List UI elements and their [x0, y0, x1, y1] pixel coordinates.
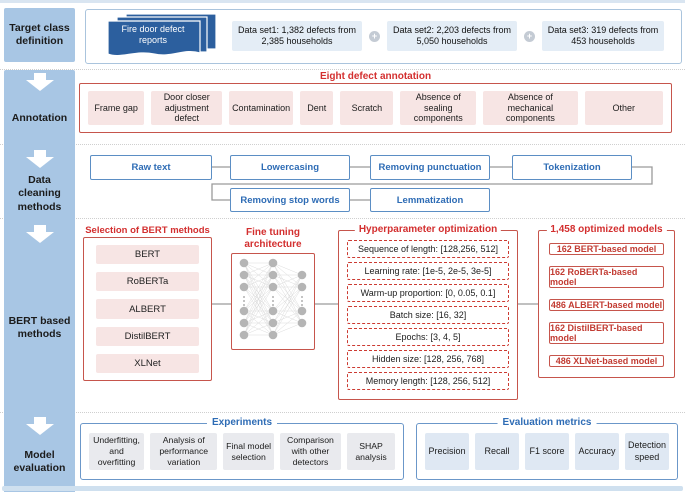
down-arrow-icon [25, 225, 54, 243]
evaluation-metrics-box: Evaluation metrics Precision Recall F1 s… [416, 417, 678, 480]
defect-item: Frame gap [88, 91, 145, 125]
hyperparameter-item: Warm-up proportion: [0, 0.05, 0.1] [347, 284, 509, 302]
defect-item: Door closer adjustment defect [151, 91, 223, 125]
bert-model-item: XLNet [96, 353, 199, 374]
section-divider [0, 144, 685, 145]
plus-icon: + [369, 31, 380, 42]
step-removing-punctuation: Removing punctuation [370, 155, 490, 180]
metric-item: Precision [425, 433, 469, 470]
fine-tuning-box: Fine tuning architecture [231, 227, 315, 350]
stage-label-text: Model evaluation [13, 448, 66, 474]
section-divider [0, 412, 685, 413]
experiments-title: Experiments [206, 417, 278, 428]
bottom-border-strip [2, 486, 683, 491]
hyperparameter-item: Sequence of length: [128,256, 512] [347, 240, 509, 258]
bert-model-item: DistilBERT [96, 326, 199, 346]
down-arrow-icon [25, 73, 54, 91]
defect-annotation-box: Eight defect annotation Frame gap Door c… [79, 71, 672, 133]
defect-item: Absence of mechanical components [483, 91, 578, 125]
hyperparameter-items: Sequence of length: [128,256, 512] Learn… [339, 231, 517, 399]
experiments-box: Experiments Underfitting, and overfittin… [80, 417, 404, 480]
stage-label-text: Target class definition [9, 21, 70, 47]
defect-item: Absence of sealing components [400, 91, 477, 125]
step-lemmatization: Lemmatization [370, 188, 490, 212]
hyperparameter-item: Hidden size: [128, 256, 768] [347, 350, 509, 368]
step-lowercasing: Lowercasing [230, 155, 350, 180]
document-stack-icon [104, 13, 219, 65]
experiment-item: Underfitting, and overfitting [89, 433, 145, 470]
optimized-model-item: 162 RoBERTa-based model [549, 266, 664, 288]
experiments-items: Underfitting, and overfitting Analysis o… [81, 424, 403, 479]
stage-label-text: Annotation [11, 112, 68, 125]
hyperparameter-box: Hyperparameter optimization Sequence of … [338, 224, 518, 400]
stage-label-target-class: Target class definition [4, 8, 75, 62]
target-class-panel: Fire door defect reports Data set1: 1,38… [85, 9, 682, 64]
dataset3-box: Data set3: 319 defects from 453 househol… [542, 21, 664, 51]
fine-tuning-title: Fine tuning architecture [244, 227, 302, 250]
bert-selection-box: Selection of BERT methods BERT RoBERTa A… [83, 225, 212, 381]
bert-model-item: BERT [96, 245, 199, 265]
stage-label-data-cleaning: Data cleaning methods [4, 147, 75, 227]
metric-item: F1 score [525, 433, 569, 470]
dataset2-box: Data set2: 2,203 defects from 5,050 hous… [387, 21, 517, 51]
defect-item: Scratch [340, 91, 394, 125]
hyperparameter-item: Memory length: [128, 256, 512] [347, 372, 509, 390]
down-arrow-icon [25, 150, 54, 168]
experiment-item: Final model selection [223, 433, 274, 470]
defect-annotation-title: Eight defect annotation [319, 71, 432, 82]
experiment-item: SHAP analysis [347, 433, 395, 470]
dataset1-box: Data set1: 1,382 defects from 2,385 hous… [232, 21, 362, 51]
optimized-model-item: 486 ALBERT-based model [549, 299, 664, 311]
section-divider [0, 218, 685, 219]
experiment-item: Comparison with other detectors [279, 433, 342, 470]
plus-icon: + [524, 31, 535, 42]
stage-label-model-evaluation: Model evaluation [4, 414, 75, 492]
optimized-models-title: 1,458 optimized models [546, 224, 667, 235]
top-border-strip [0, 0, 685, 3]
stage-label-annotation: Annotation [4, 70, 75, 154]
evaluation-metrics-title: Evaluation metrics [497, 417, 597, 428]
defect-item: Other [584, 91, 663, 125]
step-tokenization: Tokenization [512, 155, 632, 180]
hyperparameter-item: Batch size: [16, 32] [347, 306, 509, 324]
metric-item: Recall [475, 433, 519, 470]
bert-selection-items: BERT RoBERTa ALBERT DistilBERT XLNet [84, 238, 211, 380]
step-removing-stop-words: Removing stop words [230, 188, 350, 212]
metric-item: Detection speed [625, 433, 669, 470]
metric-item: Accuracy [575, 433, 619, 470]
stage-label-text: Data cleaning methods [17, 174, 62, 213]
experiment-item: Analysis of performance variation [150, 433, 218, 470]
optimized-model-item: 162 DistilBERT-based model [549, 322, 664, 344]
bert-selection-title: Selection of BERT methods [85, 225, 210, 236]
down-arrow-icon [25, 417, 54, 435]
evaluation-metrics-items: Precision Recall F1 score Accuracy Detec… [417, 424, 677, 479]
stage-label-bert-methods: BERT based methods [4, 222, 75, 420]
optimized-models-box: 1,458 optimized models 162 BERT-based mo… [538, 224, 675, 378]
hyperparameter-item: Epochs: [3, 4, 5] [347, 328, 509, 346]
defect-item: Dent [300, 91, 334, 125]
bert-model-item: ALBERT [96, 299, 199, 319]
step-raw-text: Raw text [90, 155, 212, 180]
fine-tuning-network [239, 258, 306, 340]
defect-item: Contamination [229, 91, 294, 125]
optimized-model-item: 162 BERT-based model [549, 243, 664, 255]
optimized-models-items: 162 BERT-based model 162 RoBERTa-based m… [539, 231, 674, 377]
optimized-model-item: 486 XLNet-based model [549, 355, 664, 367]
hyperparameter-item: Learning rate: [1e-5, 2e-5, 3e-5] [347, 262, 509, 280]
defect-annotation-items: Frame gap Door closer adjustment defect … [80, 84, 671, 132]
bert-model-item: RoBERTa [96, 272, 199, 292]
hyperparameter-title: Hyperparameter optimization [354, 224, 502, 235]
section-divider [0, 69, 685, 70]
report-stack-label: Fire door defect reports [121, 24, 185, 45]
stage-label-text: BERT based methods [8, 314, 71, 340]
